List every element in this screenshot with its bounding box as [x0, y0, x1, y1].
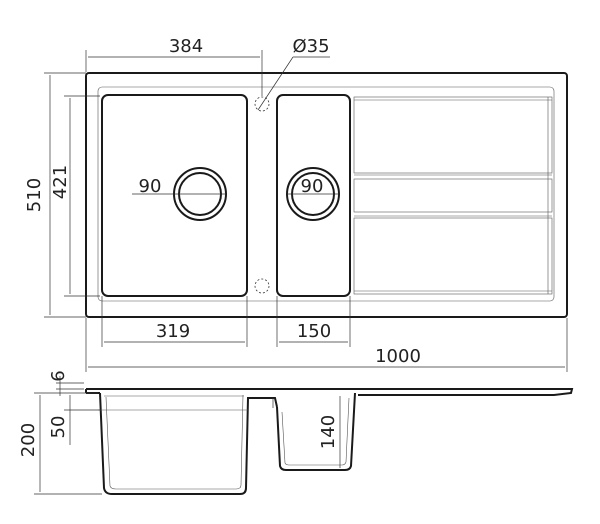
dimension-hole-diameter: Ø35 — [257, 36, 330, 111]
tap-hole-bottom — [254, 278, 270, 294]
small-bowl — [276, 94, 351, 297]
dimension-drain-left: 90 — [132, 176, 226, 197]
section-view — [85, 388, 574, 495]
large-bowl — [101, 94, 248, 297]
label-319: 319 — [156, 321, 190, 342]
label-140: 140 — [318, 415, 339, 449]
label-drain-right: 90 — [301, 176, 324, 197]
label-384: 384 — [169, 36, 203, 57]
label-150: 150 — [297, 321, 331, 342]
dimension-319: 319 — [101, 296, 248, 347]
dimension-50: 50 — [48, 395, 100, 445]
large-bowl-profile — [99, 392, 278, 495]
label-50: 50 — [48, 416, 69, 439]
dimension-384: 384 — [85, 36, 263, 96]
drainer-board — [353, 96, 553, 295]
dimension-200: 200 — [18, 392, 102, 495]
sink-outline — [85, 72, 568, 318]
dimension-140: 140 — [318, 396, 341, 468]
top-view — [85, 72, 568, 318]
label-510: 510 — [24, 178, 45, 212]
label-6: 6 — [48, 370, 69, 381]
dimension-510: 510 — [24, 72, 86, 318]
dimension-drain-right: 90 — [287, 176, 339, 197]
dimension-421: 421 — [50, 95, 100, 297]
label-200: 200 — [18, 423, 39, 457]
sink-rim — [97, 86, 555, 302]
dimension-1000: 1000 — [85, 318, 568, 372]
label-421: 421 — [50, 165, 71, 199]
label-hole-diameter: Ø35 — [292, 36, 329, 57]
dimension-6: 6 — [48, 370, 84, 396]
tap-hole-top — [254, 96, 270, 112]
label-1000: 1000 — [375, 346, 421, 367]
dimension-150: 150 — [276, 296, 351, 347]
small-bowl-profile — [276, 392, 356, 471]
label-drain-left: 90 — [139, 176, 162, 197]
